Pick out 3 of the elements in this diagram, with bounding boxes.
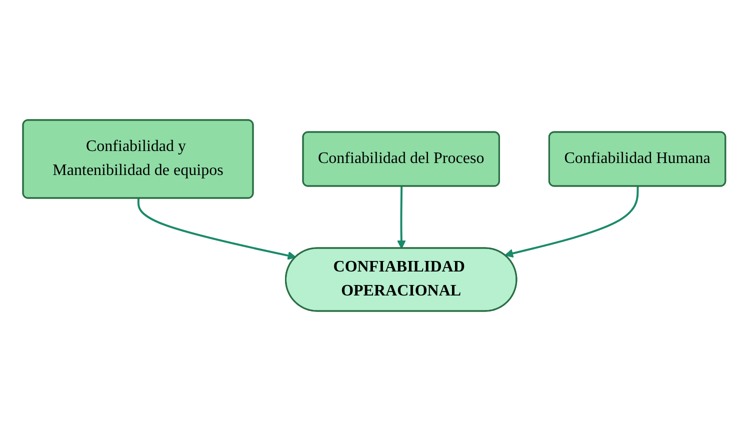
arrow [137, 198, 296, 260]
arrow [396, 186, 406, 249]
arrow [504, 186, 639, 258]
